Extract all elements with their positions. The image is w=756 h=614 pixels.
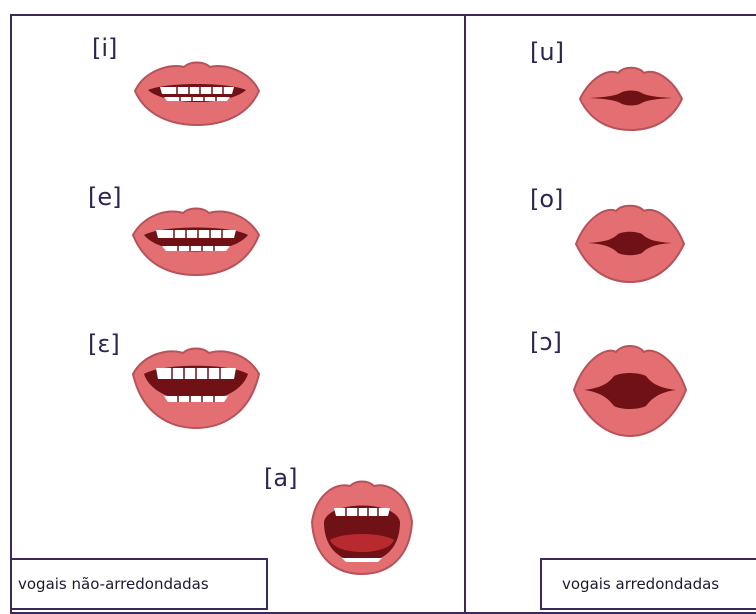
vowel-label-a: [a] [264,466,297,490]
unrounded-vowels-caption: vogais não-arredondadas [10,558,268,610]
vowel-label-i: [i] [92,36,117,60]
open-mouth-a-icon [306,478,418,578]
smile-mouth-e-icon [130,205,262,277]
rounded-lips-open-o-icon [570,342,690,438]
rounded-lips-o-icon [572,202,688,284]
vowel-label-e: [e] [88,185,122,209]
vowel-label-u: [u] [530,40,564,64]
smile-mouth-i-icon [132,58,262,128]
rounded-vowels-caption: vogais arredondadas [540,558,756,610]
rounded-lips-u-icon [576,64,686,134]
vowel-label-open-e: [ɛ] [88,332,120,356]
smile-mouth-open-e-icon [130,346,262,430]
vowel-label-o: [o] [530,187,563,211]
vowel-label-open-o: [ɔ] [530,330,562,354]
